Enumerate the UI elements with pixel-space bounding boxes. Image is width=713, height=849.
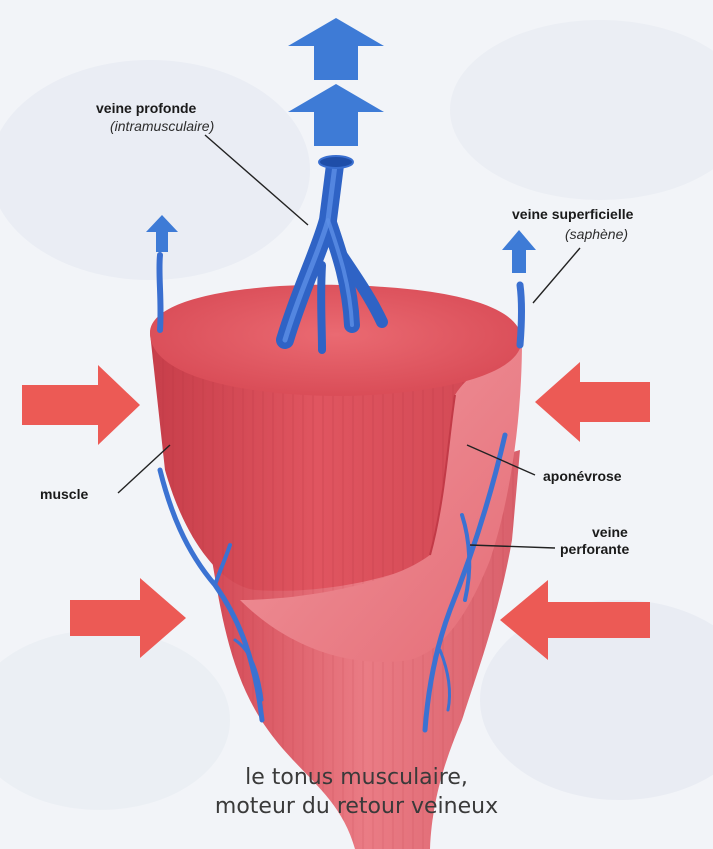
superficial-vein-right xyxy=(520,285,522,345)
perforating-vein-label-line1: veine xyxy=(592,524,628,541)
superficial-vein-label: veine superficielle xyxy=(512,206,633,223)
muscle-top xyxy=(150,285,522,396)
caption-line-2: moteur du retour veineux xyxy=(0,793,713,821)
deep-vein-opening xyxy=(319,156,353,168)
muscle-label: muscle xyxy=(40,486,88,503)
deep-vein-label: veine profonde xyxy=(96,100,196,117)
superficial-vein-sublabel: (saphène) xyxy=(565,226,628,243)
caption-line-1: le tonus musculaire, xyxy=(0,764,713,792)
superficial-vein-left xyxy=(159,255,160,330)
perforating-vein-label-line2: perforante xyxy=(560,541,629,558)
aponeurosis-label: aponévrose xyxy=(543,468,622,485)
deep-vein-sublabel: (intramusculaire) xyxy=(110,118,214,135)
